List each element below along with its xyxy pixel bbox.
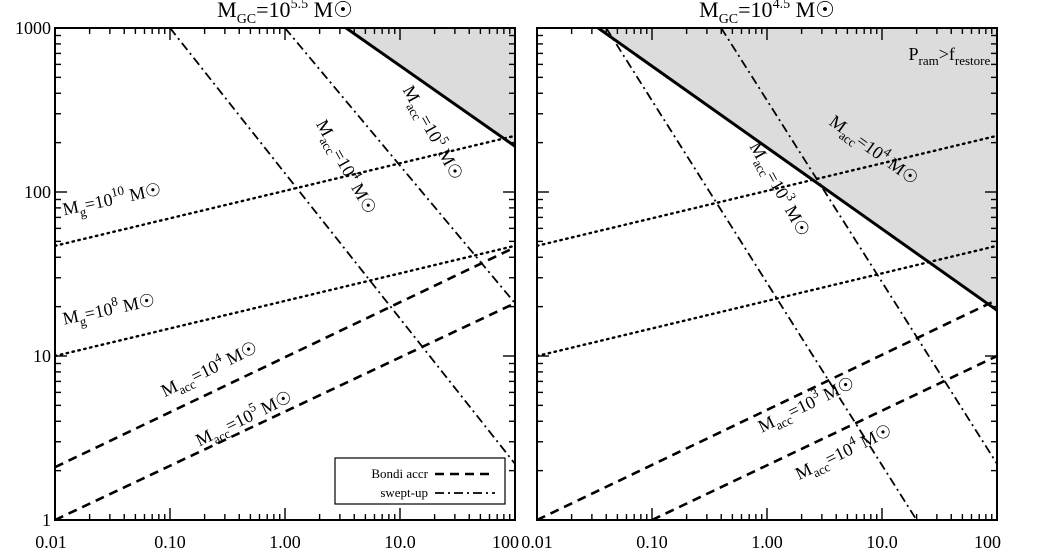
axis-ticks — [54, 28, 515, 521]
series-line-2 — [537, 244, 997, 358]
y-tick-label: 10 — [33, 346, 51, 366]
line-annotation: Mg=1010 M☉ — [60, 175, 164, 223]
line-annotation: Mg=108 M☉ — [60, 286, 158, 333]
legend: Bondi accr swept-up — [334, 457, 506, 505]
series-line-3 — [537, 298, 997, 520]
panel-title: MGC=105.5 M☉ — [217, 0, 353, 27]
y-tick-label: 100 — [24, 182, 51, 202]
x-tick-label: 10.0 — [384, 532, 416, 550]
plot-frame — [54, 27, 516, 521]
series-line-2 — [55, 244, 515, 358]
x-tick-label: 10.0 — [866, 532, 898, 550]
series-line-3 — [55, 246, 515, 469]
series-line-4 — [651, 354, 997, 520]
legend-label: Bondi accr — [371, 466, 428, 481]
y-tick-label: 1 — [42, 510, 51, 530]
y-tick-label: 1000 — [15, 18, 51, 38]
panel-1: 0.01 0.10 1.00 10.0 100 1 10 100 1000 MGC=105.5 M… — [15, 0, 519, 550]
series-line-1 — [537, 134, 997, 248]
series-line-5 — [169, 28, 515, 465]
x-tick-label: 0.10 — [636, 532, 668, 550]
x-tick-label: 0.01 — [521, 532, 553, 550]
axis-ticks — [536, 28, 997, 521]
series-line-6 — [284, 28, 515, 304]
line-annotation: Macc=104 M☉ — [790, 416, 896, 487]
panel-title: MGC=104.5 M☉ — [699, 0, 835, 27]
series-line-4 — [55, 302, 515, 520]
x-tick-label: 100 — [492, 532, 519, 550]
line-annotation: Macc=104 M☉ — [309, 114, 384, 219]
series-line-7 — [597, 28, 997, 312]
legend-label: swept-up — [380, 485, 428, 500]
series-line-7 — [345, 28, 515, 148]
x-tick-label: 1.00 — [751, 532, 783, 550]
x-tick-label: 0.10 — [154, 532, 186, 550]
series-line-5 — [605, 28, 918, 520]
series-line-1 — [55, 134, 515, 248]
x-tick-label: 0.01 — [35, 532, 67, 550]
x-tick-label: 100 — [974, 532, 1001, 550]
x-tick-label: 1.00 — [269, 532, 301, 550]
